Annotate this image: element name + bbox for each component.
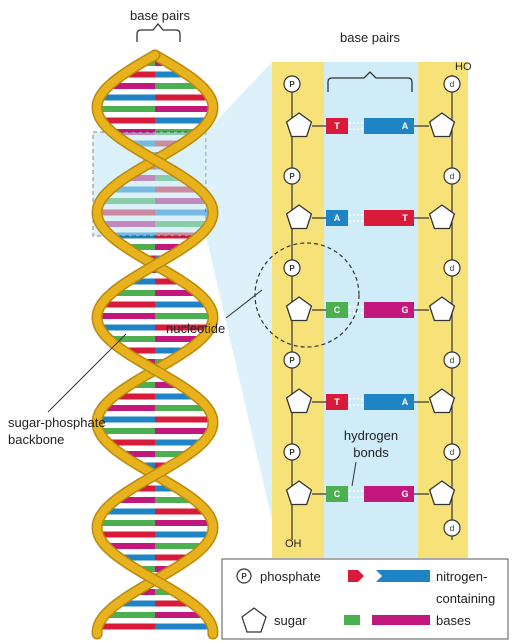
nucleotide-label: nucleotide (166, 321, 225, 336)
phosphate-symbol: P (289, 264, 295, 273)
right-base-letter: A (402, 121, 409, 131)
legend-guanine-icon (372, 615, 430, 625)
legend-bases-line1: nitrogen- (436, 569, 487, 584)
helix-base-rung (99, 428, 155, 434)
right-group-symbol: d (450, 524, 454, 533)
right-base-letter: A (402, 397, 409, 407)
legend-phosphate-symbol: P (241, 572, 247, 581)
helix-base-rung (155, 106, 213, 112)
helix-base-rung (97, 106, 155, 112)
right-group-symbol: d (450, 448, 454, 457)
detail-panel: P P P P P d d d d d d T A A T C G T A C G (272, 62, 468, 558)
helix-base-rung (98, 520, 155, 526)
helix-base-rung (100, 325, 155, 331)
hydrogen-bonds-label-line2: bonds (353, 445, 389, 460)
left-base-letter: C (334, 305, 341, 315)
backbone-label-line2: backbone (8, 432, 64, 447)
legend-phosphate-label: phosphate (260, 569, 321, 584)
helix-base-rung (155, 95, 210, 101)
phosphate-symbol: P (289, 80, 295, 89)
phosphate-symbol: P (289, 172, 295, 181)
helix-base-rung (155, 417, 213, 423)
right-group-symbol: d (450, 356, 454, 365)
legend-cytosine-icon (344, 615, 360, 625)
left-base-letter: C (334, 489, 341, 499)
helix-base-rung (100, 95, 155, 101)
detail-base-pairs-label: base pairs (340, 30, 400, 45)
helix-base-rung (98, 532, 155, 538)
right-base-letter: G (401, 489, 408, 499)
legend-bases-line2: containing (436, 591, 495, 606)
legend-adenine-icon (376, 570, 430, 582)
backbone-label-line1: sugar-phosphate (8, 415, 106, 430)
helix-base-rung (98, 624, 155, 630)
legend-sugar-label: sugar (274, 613, 307, 628)
right-base-letter: G (401, 305, 408, 315)
right-group-symbol: d (450, 80, 454, 89)
helix-base-rung (155, 313, 213, 319)
left-base-letter: T (334, 121, 340, 131)
hydrogen-bonds-label-line1: hydrogen (344, 428, 398, 443)
right-group-symbol: d (450, 172, 454, 181)
helix-base-rung (155, 624, 212, 630)
right-group-symbol: d (450, 264, 454, 273)
left-base-letter: T (334, 397, 340, 407)
phosphate-symbol: P (289, 356, 295, 365)
legend: P phosphate sugar nitrogen- containing b… (222, 559, 508, 639)
helix-base-rung (97, 313, 155, 319)
helix-base-rung (97, 417, 155, 423)
expansion-wedge (206, 62, 272, 520)
right-base-letter: T (402, 213, 408, 223)
top-base-pairs-label: base pairs (130, 8, 190, 23)
helix-base-rung (155, 532, 212, 538)
left-base-letter: A (334, 213, 341, 223)
phosphate-symbol: P (289, 448, 295, 457)
oh-end-label: OH (285, 538, 302, 550)
helix-base-rung (155, 520, 212, 526)
legend-bases-line3: bases (436, 613, 471, 628)
ho-end-label: HO (455, 61, 472, 73)
top-base-pairs-bracket (137, 24, 180, 42)
helix-base-rung (155, 428, 211, 434)
